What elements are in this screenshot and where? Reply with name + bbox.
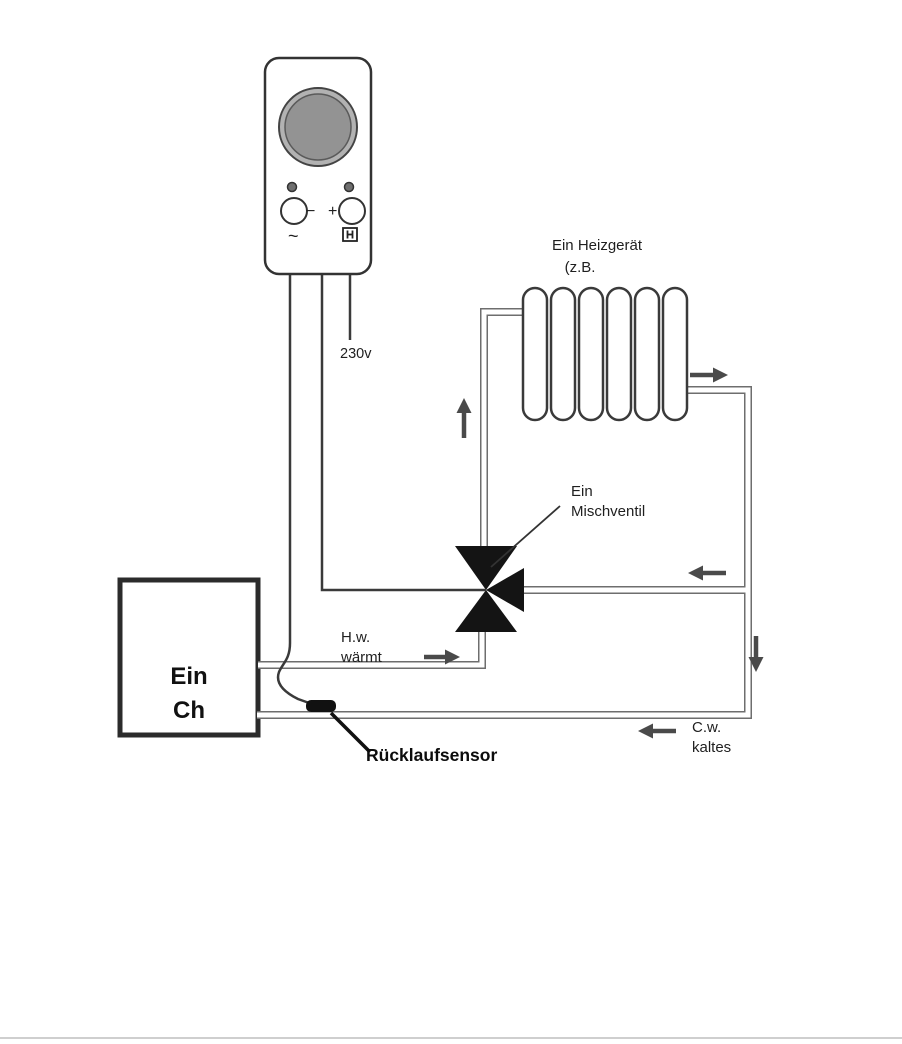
plus-button-icon	[338, 197, 366, 225]
controller-wires	[276, 270, 486, 706]
flow-arrows	[424, 367, 764, 739]
cold-water-label-line1: C.w.	[692, 719, 722, 736]
minus-button-icon	[280, 197, 308, 225]
pipe-inners	[257, 309, 751, 718]
radiator	[521, 286, 689, 422]
flow-arrow-up	[456, 398, 472, 438]
flow-arrow-left-middle	[688, 565, 726, 581]
valve-pointer-line	[490, 505, 561, 568]
radiator-section	[549, 286, 577, 422]
led-indicator-icon	[286, 181, 298, 193]
sensor-pointer-line	[329, 711, 372, 754]
memory-icon	[342, 227, 358, 242]
heater-label-line2: (z.B.	[564, 259, 596, 276]
boiler-label: Ein Ch	[121, 660, 257, 728]
flow-arrow-right-hotwater	[424, 649, 460, 665]
valve-right-port	[486, 568, 524, 612]
hot-water-label-line2: wärmt	[341, 649, 382, 667]
return-sensor	[306, 700, 336, 712]
radiator-section	[577, 286, 605, 422]
dial-knob-icon	[284, 93, 352, 161]
flow-arrow-right-top	[690, 367, 728, 383]
supply-pipe	[480, 308, 523, 548]
flow-arrow-left-bottom	[638, 723, 676, 739]
page-bottom-divider	[0, 1037, 902, 1039]
hot-water-label: H.w. wärmt	[341, 628, 382, 669]
minus-symbol: −	[306, 203, 316, 220]
ac-power-symbol: ~	[288, 226, 299, 246]
valve-label-line1: Ein	[571, 483, 593, 500]
radiator-section	[633, 286, 661, 422]
valve-control-wire	[320, 270, 486, 592]
boiler-label-line1: Ein	[170, 663, 208, 690]
controller-unit	[263, 56, 373, 276]
cold-water-label-line2: kaltes	[692, 739, 732, 757]
heater-label-line1: Ein Heizgerät	[551, 237, 643, 254]
boiler-box	[117, 577, 261, 738]
led-indicator-icon	[343, 181, 355, 193]
valve-label-line2: Mischventil	[571, 503, 646, 521]
radiator-section	[521, 286, 549, 422]
boiler-label-line2: Ch	[173, 697, 205, 724]
voltage-label: 230v	[340, 346, 372, 362]
cold-water-label: C.w. kaltes	[692, 718, 731, 759]
radiator-section	[661, 286, 689, 422]
plus-symbol: +	[328, 203, 338, 220]
radiator-section	[605, 286, 633, 422]
sensor-wire	[276, 270, 313, 706]
return-sensor-label: Rücklaufsensor	[366, 745, 498, 765]
valve-bottom-port	[455, 590, 517, 632]
hot-water-label-line1: H.w.	[341, 629, 371, 646]
valve-label: Ein Mischventil	[571, 482, 645, 523]
flow-arrow-down-right	[748, 636, 764, 672]
